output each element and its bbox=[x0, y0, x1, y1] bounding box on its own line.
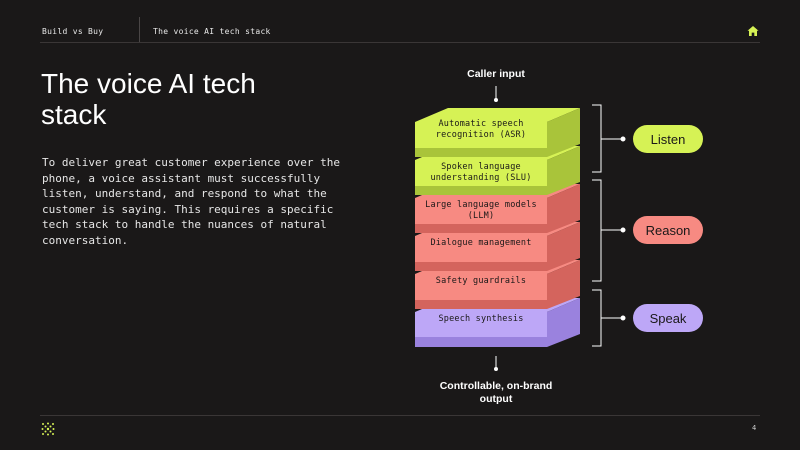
breadcrumb-section[interactable]: Build vs Buy bbox=[42, 27, 104, 36]
bracket-speak bbox=[592, 289, 626, 347]
dot-grid-logo-icon bbox=[41, 422, 55, 436]
page-title: The voice AI tech stack bbox=[41, 68, 256, 130]
speak-pill: Speak bbox=[633, 304, 703, 332]
page-number: 4 bbox=[752, 424, 757, 432]
layer-label-slu: Spoken language understanding (SLU) bbox=[430, 162, 532, 183]
output-label: Controllable, on-brand output bbox=[439, 380, 553, 405]
layer-label-asr: Automatic speech recognition (ASR) bbox=[435, 119, 527, 140]
home-icon[interactable] bbox=[747, 25, 759, 37]
bracket-reason bbox=[592, 179, 626, 282]
listen-pill: Listen bbox=[633, 125, 703, 153]
layer-label-safety: Safety guardrails bbox=[435, 276, 527, 286]
layer-label-dialogue: Dialogue management bbox=[430, 238, 532, 248]
breadcrumb-page[interactable]: The voice AI tech stack bbox=[153, 27, 271, 36]
top-bar: Build vs Buy The voice AI tech stack bbox=[0, 0, 800, 42]
breadcrumb-divider bbox=[139, 17, 140, 42]
output-arrow bbox=[494, 356, 498, 371]
footer-rule bbox=[40, 415, 760, 416]
input-arrow bbox=[494, 86, 498, 102]
header-rule bbox=[40, 42, 760, 43]
layer-asr bbox=[415, 108, 580, 157]
page-description: To deliver great customer experience ove… bbox=[42, 156, 341, 247]
layer-label-speech-synthesis: Speech synthesis bbox=[438, 314, 524, 324]
layer-label-llm: Large language models (LLM) bbox=[425, 200, 537, 221]
bracket-listen bbox=[592, 104, 626, 173]
reason-pill: Reason bbox=[633, 216, 703, 244]
caller-input-label: Caller input bbox=[467, 68, 525, 80]
